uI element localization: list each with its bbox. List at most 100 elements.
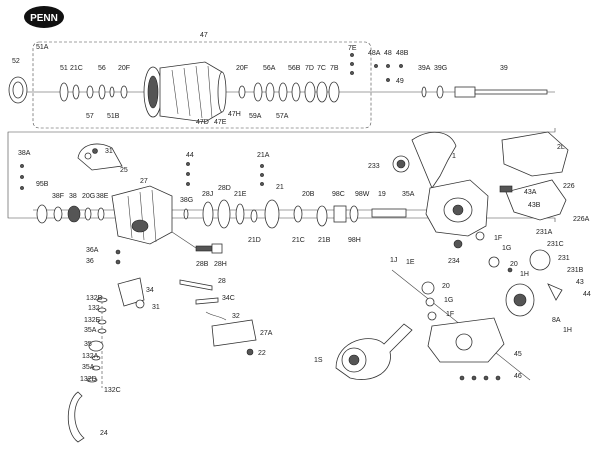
callout-label-132c: 132C [104, 387, 121, 394]
callout-label-32: 32 [232, 313, 240, 320]
side-plate-bearing [455, 333, 473, 351]
callout-label-1h-a: 1H [520, 271, 529, 278]
callout-label-1e: 1E [406, 259, 415, 266]
callout-label-1j: 1J [390, 257, 397, 264]
washer-59a [253, 82, 263, 102]
callout-label-36a: 36A [86, 247, 99, 254]
cover-226 [505, 179, 567, 221]
callout-label-38g: 38G [180, 197, 193, 204]
part-28j [202, 201, 214, 227]
callout-label-36: 36 [86, 258, 94, 265]
screw [386, 64, 390, 68]
drag-7d [304, 81, 316, 103]
logo-badge [24, 6, 64, 28]
callout-label-234: 234 [448, 258, 460, 265]
part-43 [547, 283, 563, 301]
callout-label-8a: 8A [552, 317, 561, 324]
part-28b [195, 245, 213, 252]
callout-label-1g-a: 1G [502, 245, 511, 252]
callout-label-231b: 231B [567, 267, 584, 274]
callout-label-44-top: 44 [186, 152, 194, 159]
callout-label-98h: 98H [348, 237, 361, 244]
callout-label-34c: 34C [222, 295, 235, 302]
callout-label-45: 45 [514, 351, 522, 358]
screw [459, 375, 465, 381]
callout-label-47d: 47D [196, 119, 209, 126]
callout-label-98c: 98C [332, 191, 345, 198]
part-231 [529, 249, 551, 271]
callout-label-7b: 7B [330, 65, 339, 72]
screw [260, 182, 264, 186]
callout-label-21b: 21B [318, 237, 331, 244]
callout-label-1f-a: 1F [494, 235, 502, 242]
callout-label-43b: 43B [528, 202, 541, 209]
part-28d [217, 199, 231, 229]
callout-label-21c-top: 21C [70, 65, 83, 72]
washer-39g [436, 85, 444, 99]
callout-label-2l: 2L [557, 144, 565, 151]
callout-label-56b: 56B [288, 65, 301, 72]
washer-21c [72, 84, 80, 100]
callout-label-38a: 38A [18, 150, 31, 157]
body-group-outline [7, 128, 556, 222]
part-21d [250, 209, 258, 223]
callout-label-43: 43 [576, 279, 584, 286]
spool-skirt-ribs [171, 65, 213, 119]
washer-57a [278, 82, 288, 102]
washer-51b [109, 86, 115, 98]
callout-label-56: 56 [98, 65, 106, 72]
drag-7c [316, 81, 328, 103]
callout-label-39: 39 [500, 65, 508, 72]
part-28h [211, 243, 223, 254]
washer-20f-mid [238, 85, 246, 99]
callout-label-27: 27 [140, 178, 148, 185]
callout-label-25: 25 [120, 167, 128, 174]
part-43a [499, 185, 513, 193]
part-132a [91, 355, 101, 361]
callout-label-38f: 38F [52, 193, 64, 200]
screw [350, 71, 354, 75]
washer-20f [120, 85, 128, 99]
callout-label-231: 231 [558, 255, 570, 262]
screws-38a [20, 164, 24, 190]
callout-label-21e: 21E [234, 191, 247, 198]
callout-label-51: 51 [60, 65, 68, 72]
screw [374, 64, 378, 68]
callout-label-52: 52 [12, 58, 20, 65]
rotor-27 [111, 185, 173, 245]
spring-32 [205, 311, 227, 321]
screws-7e [350, 53, 354, 75]
reel-foot [411, 132, 457, 189]
part-25 [77, 143, 123, 171]
screws-21a [260, 164, 264, 186]
reel-body-1 [411, 132, 489, 237]
screw [20, 164, 24, 168]
part-35a [97, 328, 107, 334]
penn-logo: PENN [24, 6, 64, 28]
screw [186, 182, 190, 186]
screw [260, 164, 264, 168]
callout-label-35a-mid: 35A [402, 191, 415, 198]
callout-label-226a: 226A [573, 216, 590, 223]
bail-arm-34 [117, 277, 145, 307]
callout-label-132d: 132D [80, 376, 97, 383]
callout-label-233: 233 [368, 163, 380, 170]
callout-label-226: 226 [563, 183, 575, 190]
callout-label-44-right: 44 [583, 291, 591, 298]
line-roller-35 [88, 340, 104, 352]
callout-label-46: 46 [514, 373, 522, 380]
callout-label-56a: 56A [263, 65, 276, 72]
callout-label-35a-low2: 35A [82, 364, 95, 371]
shaft-rod [474, 89, 548, 95]
part-21 [264, 199, 280, 229]
part-21c-mid [293, 205, 303, 223]
screw-36a [115, 249, 121, 255]
screw [495, 375, 501, 381]
screw-22 [246, 348, 254, 356]
part-234 [453, 239, 463, 249]
callout-label-7d: 7D [305, 65, 314, 72]
screw [260, 173, 264, 177]
screw [20, 175, 24, 179]
